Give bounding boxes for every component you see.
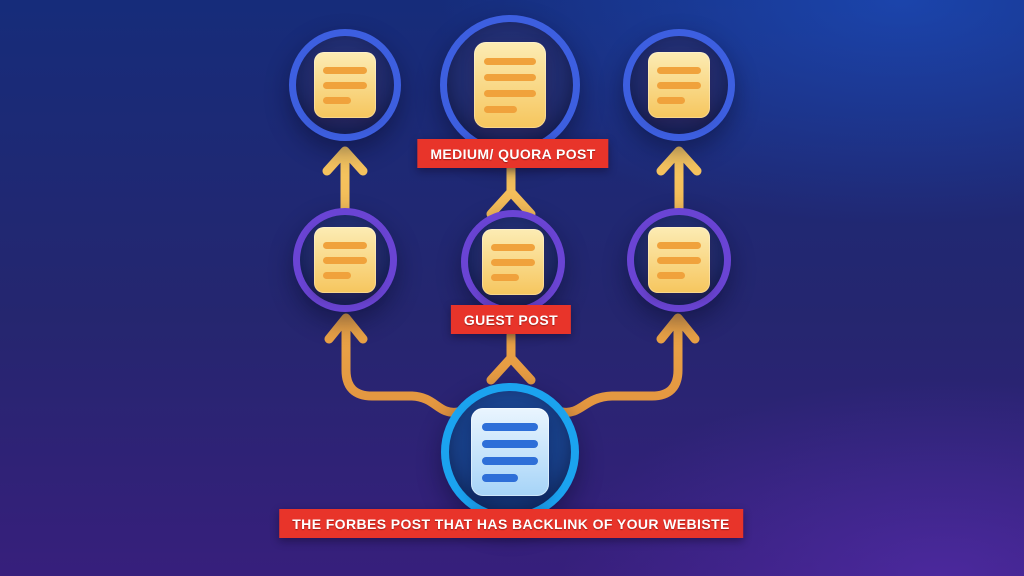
arrow-midcenter-to-topcenter (486, 162, 536, 219)
document-icon (314, 52, 376, 118)
arrow-bottom-to-midcenter (486, 330, 536, 385)
node-forbes-post[interactable] (441, 383, 579, 521)
label-text: MEDIUM/ QUORA POST (430, 146, 596, 162)
label-guest-post: GUEST POST (450, 305, 572, 334)
label-forbes-post: THE FORBES POST THAT HAS BACKLINK OF YOU… (279, 509, 743, 538)
arrow-bottom-to-midright (557, 313, 700, 417)
arrow-bottom-to-midleft (324, 313, 463, 417)
node-top-right-post[interactable] (623, 29, 735, 141)
label-text: GUEST POST (463, 312, 559, 328)
document-icon (648, 227, 710, 293)
node-mid-right-guest-post[interactable] (627, 208, 731, 312)
document-icon (474, 42, 546, 128)
node-top-center-post[interactable] (440, 15, 580, 155)
document-icon (314, 227, 376, 293)
node-mid-center-guest-post[interactable] (461, 210, 565, 314)
document-icon (471, 408, 549, 496)
document-icon (482, 229, 544, 295)
label-medium-quora-post: MEDIUM/ QUORA POST (417, 139, 609, 168)
node-top-left-post[interactable] (289, 29, 401, 141)
node-mid-left-guest-post[interactable] (293, 208, 397, 312)
label-text: THE FORBES POST THAT HAS BACKLINK OF YOU… (292, 516, 730, 532)
document-icon (648, 52, 710, 118)
